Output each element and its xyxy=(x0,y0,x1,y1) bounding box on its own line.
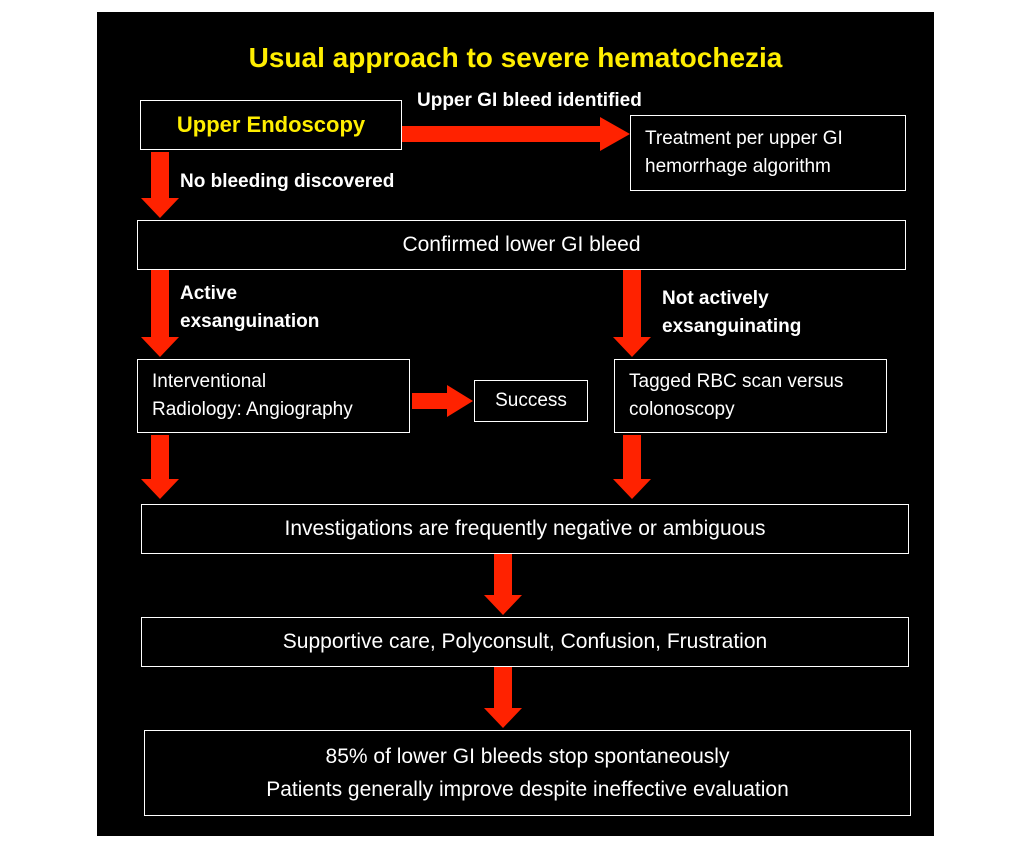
edge-label-upper-gi-identified: Upper GI bleed identified xyxy=(417,90,642,111)
arrow-endoscopy-to-confirmed xyxy=(141,152,179,218)
node-upper-endoscopy-text: Upper Endoscopy xyxy=(176,112,366,137)
node-supportive-care-text: Supportive care, Polyconsult, Confusion,… xyxy=(282,630,768,653)
arrow-tagged-rbc-to-investigations xyxy=(613,435,651,499)
node-interventional-radiology-text: Interventional Radiology: Angiography xyxy=(152,371,353,420)
slide: Usual approach to severe hematochezia Up… xyxy=(97,12,934,836)
node-confirmed-lower-gi-text: Confirmed lower GI bleed xyxy=(402,233,641,256)
edge-label-active-exsanguination: Active exsanguination xyxy=(180,283,320,332)
node-investigations-text: Investigations are frequently negative o… xyxy=(284,517,766,540)
arrow-supportive-to-outcome xyxy=(484,667,522,728)
edge-label-not-active: Not actively exsanguinating xyxy=(662,288,802,337)
slide-title: Usual approach to severe hematochezia xyxy=(248,42,783,73)
node-upper-gi-treatment-text: Treatment per upper GI hemorrhage algori… xyxy=(645,128,843,177)
arrow-confirmed-to-interventional xyxy=(141,270,179,357)
node-outcome-text: 85% of lower GI bleeds stop spontaneousl… xyxy=(266,745,789,801)
node-confirmed-lower-gi: Confirmed lower GI bleed xyxy=(137,220,906,270)
node-outcome: 85% of lower GI bleeds stop spontaneousl… xyxy=(144,730,911,816)
node-tagged-rbc-scan: Tagged RBC scan versus colonoscopy xyxy=(614,359,887,433)
node-supportive-care: Supportive care, Polyconsult, Confusion,… xyxy=(141,617,909,667)
arrow-endoscopy-to-treatment xyxy=(402,117,630,151)
arrow-investigations-to-supportive xyxy=(484,554,522,615)
node-success: Success xyxy=(474,380,588,422)
node-investigations: Investigations are frequently negative o… xyxy=(141,504,909,554)
edge-label-no-bleeding: No bleeding discovered xyxy=(180,171,395,192)
arrow-interventional-to-success xyxy=(412,385,473,417)
arrow-confirmed-to-tagged-rbc xyxy=(613,270,651,357)
arrow-interventional-to-investigations xyxy=(141,435,179,499)
node-upper-gi-treatment: Treatment per upper GI hemorrhage algori… xyxy=(630,115,906,191)
node-success-text: Success xyxy=(495,390,567,411)
node-upper-endoscopy: Upper Endoscopy xyxy=(140,100,402,150)
node-tagged-rbc-scan-text: Tagged RBC scan versus colonoscopy xyxy=(629,371,844,420)
node-interventional-radiology: Interventional Radiology: Angiography xyxy=(137,359,410,433)
flow-arrows xyxy=(141,117,651,728)
